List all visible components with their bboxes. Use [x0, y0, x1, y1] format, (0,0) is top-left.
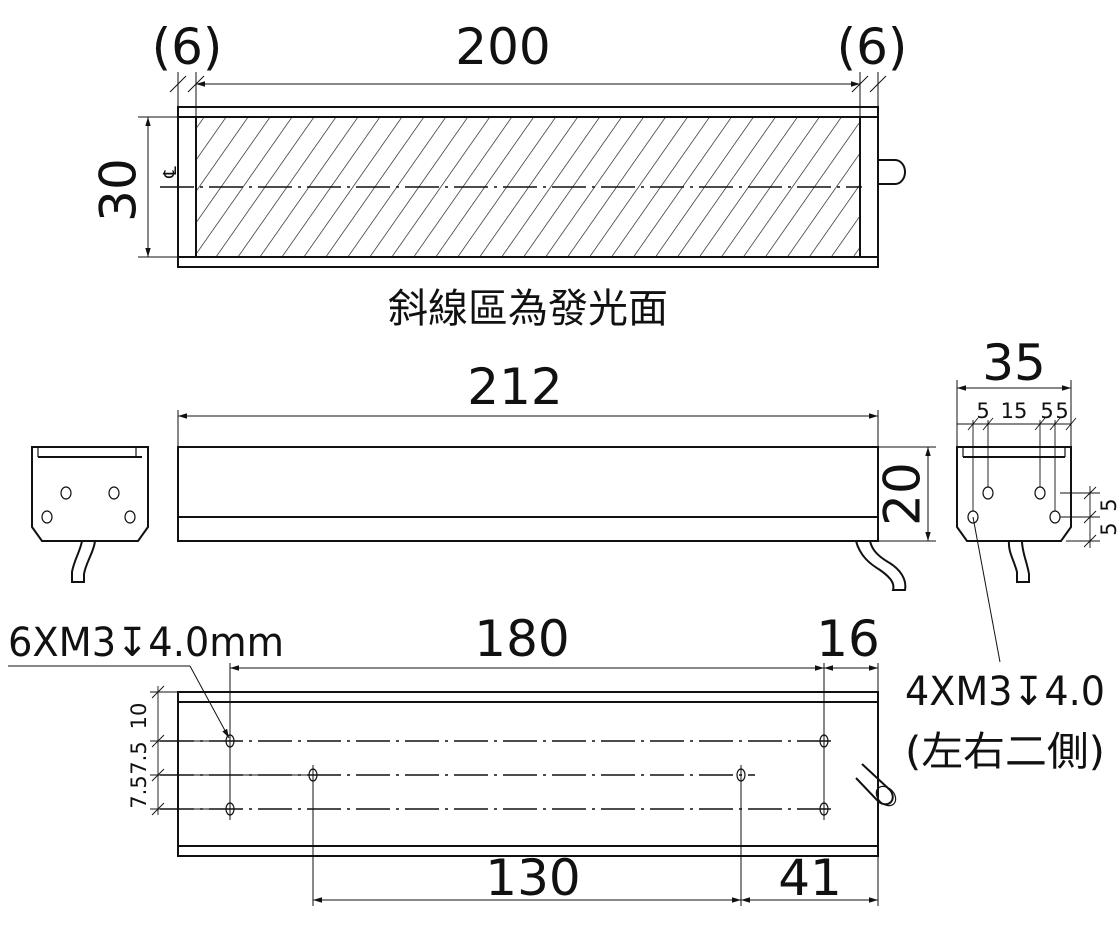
left-end-cable — [71, 540, 96, 583]
top-view-cable — [878, 159, 906, 185]
dim-side-v5a: 5 — [1097, 498, 1120, 511]
dim-inner-span-130: 130 — [485, 849, 580, 907]
right-end-view: 35 5 15 5 5 5 5 — [956, 334, 1120, 583]
dim-end-offset-16: 16 — [816, 610, 880, 668]
hole-callout-6xm3: 6XM3↧4.0mm — [8, 620, 284, 666]
right-end-cable — [1007, 540, 1030, 583]
dim-v-7-5a: 7.5 — [127, 741, 151, 774]
dim-side-5a: 5 — [976, 399, 989, 423]
dim-hole-span-180: 180 — [474, 610, 569, 668]
dim-length-212: 212 — [467, 358, 562, 416]
dim-v-7-5b: 7.5 — [127, 775, 151, 808]
dim-side-5b: 5 — [1040, 399, 1053, 423]
dim-right-margin: (6) — [837, 18, 908, 76]
top-view: ℄ (6) 200 (6) 30 斜線區為發光面 — [90, 18, 908, 332]
side-callout-line1: 4XM3↧4.0 — [905, 669, 1105, 715]
dim-height-20: 20 — [874, 462, 932, 526]
dim-side-width-35: 35 — [982, 334, 1046, 392]
bottom-view: 180 16 130 41 6XM3↧4.0mm 10 7.5 7.5 4XM3… — [8, 516, 1105, 907]
dim-width-200: 200 — [455, 18, 550, 76]
bottom-view-cable — [855, 763, 894, 806]
front-view-cable — [855, 540, 907, 591]
dim-left-margin: (6) — [152, 18, 223, 76]
dim-inner-offset-41: 41 — [778, 849, 842, 907]
front-view-body — [177, 446, 879, 542]
bottom-view-body — [177, 691, 879, 857]
emitting-area-caption: 斜線區為發光面 — [388, 286, 668, 332]
front-view: 212 20 — [177, 358, 936, 591]
left-end-view — [31, 446, 149, 583]
dim-side-v5b: 5 — [1097, 522, 1120, 535]
dim-height-30: 30 — [90, 158, 148, 222]
dim-v-10: 10 — [127, 703, 151, 730]
side-callout-line2: (左右二側) — [905, 729, 1105, 775]
dim-side-5c: 5 — [1055, 399, 1068, 423]
centerline-symbol: ℄ — [160, 166, 181, 179]
dim-side-15: 15 — [1001, 399, 1028, 423]
